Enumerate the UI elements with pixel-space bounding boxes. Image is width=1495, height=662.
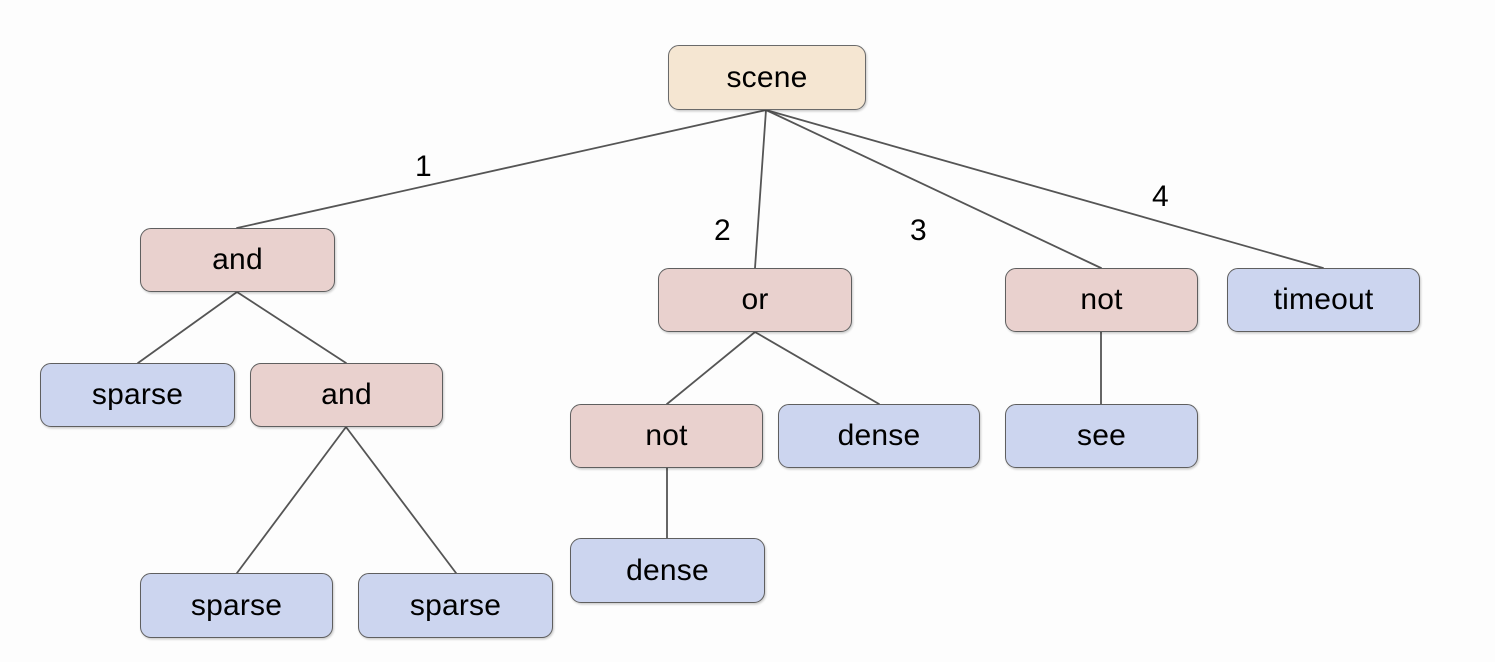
tree-node-timeout[interactable]: timeout xyxy=(1227,268,1420,332)
tree-node-label: see xyxy=(1077,419,1126,452)
tree-node-see[interactable]: see xyxy=(1005,404,1198,468)
edge-label-3: 3 xyxy=(910,214,927,247)
tree-node-label: not xyxy=(645,419,688,452)
tree-edge xyxy=(754,331,880,405)
tree-node-dense2[interactable]: dense xyxy=(570,538,765,603)
tree-edge xyxy=(236,426,347,574)
tree-node-not1[interactable]: not xyxy=(1005,268,1198,332)
tree-node-label: not xyxy=(1080,283,1123,316)
tree-node-sparse1[interactable]: sparse xyxy=(40,363,235,427)
edge-label-4: 4 xyxy=(1152,180,1169,213)
tree-node-dense1[interactable]: dense xyxy=(778,404,980,468)
tree-edge xyxy=(754,109,767,269)
tree-node-label: sparse xyxy=(190,588,283,622)
tree-edge xyxy=(236,291,347,364)
tree-node-label: and xyxy=(321,378,372,411)
edge-label-2: 2 xyxy=(714,214,731,247)
tree-node-label: dense xyxy=(837,419,921,452)
tree-edge xyxy=(666,331,756,405)
tree-node-label: sparse xyxy=(91,378,184,411)
edge-label-1: 1 xyxy=(415,150,432,183)
tree-node-label: scene xyxy=(726,60,808,94)
tree-node-and2[interactable]: and xyxy=(250,363,443,427)
tree-edge xyxy=(765,109,1324,269)
tree-node-sparse3[interactable]: sparse xyxy=(358,573,553,638)
tree-node-label: timeout xyxy=(1273,283,1374,316)
tree-edge xyxy=(137,291,238,364)
tree-node-not2[interactable]: not xyxy=(570,404,763,468)
tree-node-and1[interactable]: and xyxy=(140,228,335,292)
tree-node-label: or xyxy=(741,283,769,316)
tree-node-scene[interactable]: scene xyxy=(668,45,866,110)
tree-node-label: sparse xyxy=(409,588,502,622)
tree-node-label: dense xyxy=(626,553,709,587)
tree-edge xyxy=(236,109,767,229)
tree-edge xyxy=(345,426,457,574)
tree-edge xyxy=(765,109,1102,269)
tree-node-sparse2[interactable]: sparse xyxy=(140,573,333,638)
tree-node-or1[interactable]: or xyxy=(658,268,852,332)
tree-node-label: and xyxy=(212,243,263,276)
